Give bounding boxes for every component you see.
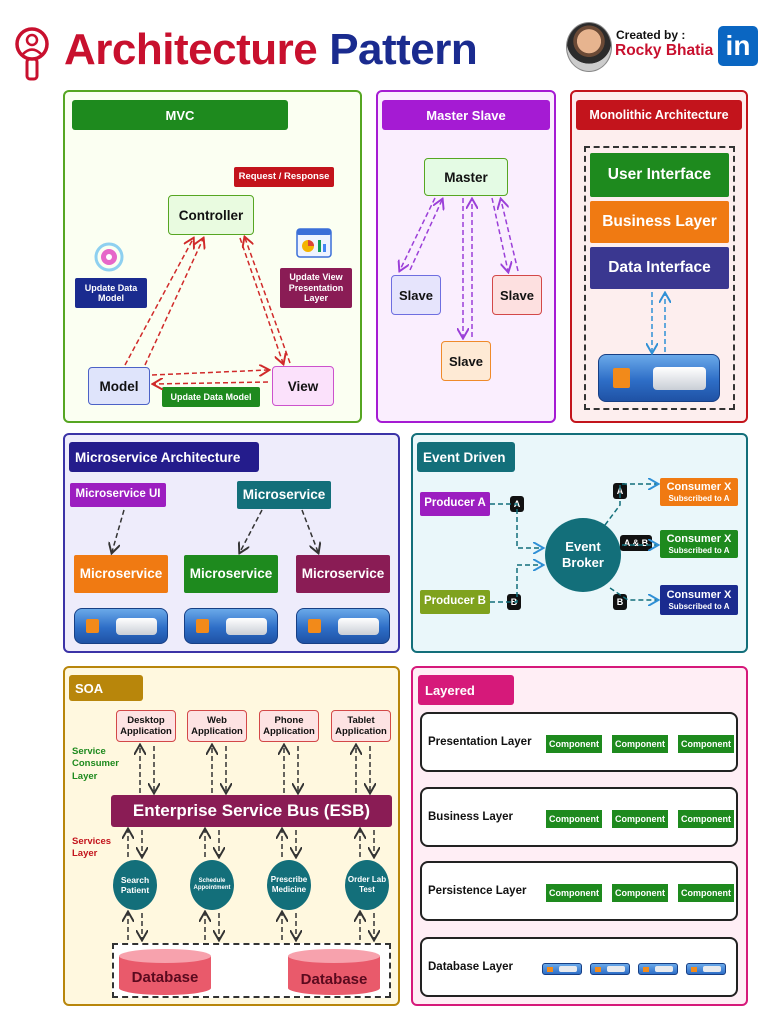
- producer-a: Producer A: [420, 492, 490, 516]
- consumer-1: Consumer X Subscribed to A: [660, 478, 738, 506]
- author-name: Rocky Bhatia: [615, 42, 714, 59]
- update-data-model-label: Update Data Model: [75, 278, 147, 308]
- consumer-2: Consumer X Subscribed to A: [660, 530, 738, 558]
- soa-database-2-label: Database: [300, 970, 368, 988]
- presentation-layer-box: Presentation Layer Component Component C…: [420, 712, 738, 772]
- soa-database-1-label: Database: [131, 968, 199, 986]
- consumer-3-sub: Subscribed to A: [668, 601, 730, 611]
- model-box: Model: [88, 367, 150, 405]
- component-box: Component: [612, 810, 668, 828]
- component-box: Component: [612, 735, 668, 753]
- microservice-db-icon-2: [184, 608, 278, 644]
- layered-title: Layered: [418, 675, 514, 705]
- title-word-architecture: Architecture: [64, 25, 318, 74]
- microservice-orange: Microservice: [74, 555, 168, 593]
- consumer-1-name: Consumer X: [666, 481, 732, 494]
- component-box: Component: [678, 735, 734, 753]
- event-letter-a2: A: [613, 483, 627, 499]
- data-model-icon: [92, 240, 126, 274]
- soa-app-web: Web Application: [187, 710, 247, 742]
- mvc-title: MVC: [72, 100, 288, 130]
- slave-bottom-box: Slave: [441, 341, 491, 381]
- consumer-2-sub: Subscribed to A: [668, 545, 730, 555]
- user-interface-layer: User Interface: [590, 153, 729, 197]
- dashboard-icon: [296, 228, 332, 260]
- soa-app-desktop: Desktop Application: [116, 710, 176, 742]
- event-broker: Event Broker: [545, 518, 621, 592]
- microservice-db-icon-3: [296, 608, 390, 644]
- monolith-boundary: [584, 146, 735, 410]
- soa-service-schedule: Schedule Appointment: [190, 860, 234, 910]
- monolith-database-icon: [598, 354, 720, 402]
- soa-app-phone: Phone Application: [259, 710, 319, 742]
- event-letter-ab: A & B: [620, 535, 652, 551]
- soa-app-tablet: Tablet Application: [331, 710, 391, 742]
- database-layer-label: Database Layer: [428, 961, 514, 973]
- event-letter-b2: B: [613, 594, 627, 610]
- database-mini-icon: [638, 963, 678, 975]
- consumer-3-name: Consumer X: [666, 589, 732, 602]
- data-interface-layer: Data Interface: [590, 247, 729, 289]
- microservice-gateway-label: Microservice: [237, 481, 331, 509]
- event-letter-b1: B: [507, 594, 521, 610]
- consumer-3: Consumer X Subscribed to A: [660, 585, 738, 615]
- event-letter-a1: A: [510, 496, 524, 512]
- component-box: Component: [546, 810, 602, 828]
- magnifier-person-icon: [12, 24, 52, 84]
- created-by-label: Created by :: [616, 28, 686, 42]
- microservice-title: Microservice Architecture: [69, 442, 259, 472]
- component-box: Component: [546, 735, 602, 753]
- producer-b: Producer B: [420, 590, 490, 614]
- request-response-label: Request / Response: [234, 167, 334, 187]
- presentation-layer-label: Presentation Layer: [428, 736, 532, 748]
- soa-title: SOA: [69, 675, 143, 701]
- service-consumer-layer-label: Service Consumer Layer: [72, 746, 119, 782]
- services-layer-label: Services Layer: [72, 836, 112, 860]
- soa-service-prescribe: Prescribe Medicine: [267, 860, 311, 910]
- consumer-1-sub: Subscribed to A: [668, 493, 730, 503]
- view-box: View: [272, 366, 334, 406]
- microservice-ui-label: Microservice UI: [70, 483, 166, 507]
- soa-database-2: [287, 948, 381, 996]
- component-box: Component: [678, 810, 734, 828]
- component-box: Component: [612, 884, 668, 902]
- microservice-db-icon-1: [74, 608, 168, 644]
- monolithic-title: Monolithic Architecture: [576, 100, 742, 130]
- update-view-label: Update View Presentation Layer: [280, 268, 352, 308]
- linkedin-icon[interactable]: in: [718, 26, 758, 66]
- controller-box: Controller: [168, 195, 254, 235]
- database-mini-icon: [590, 963, 630, 975]
- microservice-maroon: Microservice: [296, 555, 390, 593]
- event-driven-title: Event Driven: [417, 442, 515, 472]
- business-layer-label: Business Layer: [428, 811, 514, 823]
- slave-left-box: Slave: [391, 275, 441, 315]
- master-box: Master: [424, 158, 508, 196]
- business-layer: Business Layer: [590, 201, 729, 243]
- update-data-model-bottom-label: Update Data Model: [162, 387, 260, 407]
- author-avatar: [566, 22, 612, 72]
- persistence-layer-box: Persistence Layer Component Component Co…: [420, 861, 738, 921]
- microservice-green: Microservice: [184, 555, 278, 593]
- consumer-2-name: Consumer X: [666, 533, 732, 546]
- component-box: Component: [678, 884, 734, 902]
- business-layer-box: Business Layer Component Component Compo…: [420, 787, 738, 847]
- soa-service-order: Order Lab Test: [345, 860, 389, 910]
- database-mini-icon: [542, 963, 582, 975]
- persistence-layer-label: Persistence Layer: [428, 885, 527, 897]
- page-title: Architecture Pattern: [64, 22, 478, 78]
- soa-database-1: [118, 948, 212, 996]
- soa-service-search: Search Patient: [113, 860, 157, 910]
- database-mini-icon: [686, 963, 726, 975]
- slave-right-box: Slave: [492, 275, 542, 315]
- enterprise-service-bus: Enterprise Service Bus (ESB): [111, 795, 392, 827]
- title-word-pattern: Pattern: [329, 25, 478, 74]
- master-slave-title: Master Slave: [382, 100, 550, 130]
- component-box: Component: [546, 884, 602, 902]
- database-layer-box: Database Layer: [420, 937, 738, 997]
